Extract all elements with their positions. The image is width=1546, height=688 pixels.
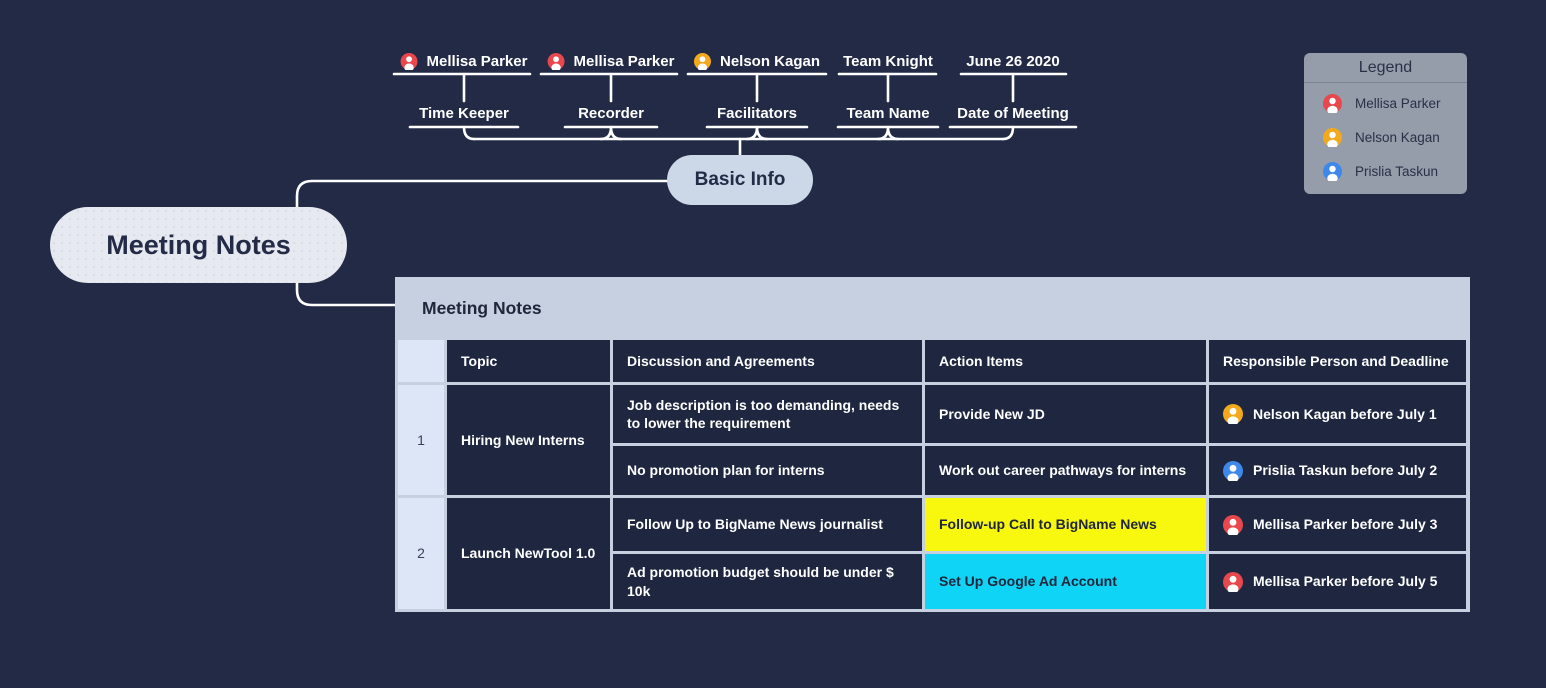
- action-cell-highlighted-yellow[interactable]: Follow-up Call to BigName News: [925, 498, 1206, 551]
- node-basic-info[interactable]: Basic Info: [667, 155, 813, 205]
- table-title: Meeting Notes: [422, 298, 542, 318]
- responsible-cell[interactable]: Mellisa Parker before July 3: [1209, 498, 1466, 551]
- action-cell-highlighted-cyan[interactable]: Set Up Google Ad Account: [925, 554, 1206, 609]
- col-header-responsible[interactable]: Responsible Person and Deadline: [1209, 340, 1466, 382]
- node-label: Mellisa Parker: [426, 52, 528, 70]
- topic-cell[interactable]: Launch NewTool 1.0: [447, 498, 610, 609]
- node-time-keeper[interactable]: Time Keeper: [419, 100, 509, 126]
- responsible-text: Mellisa Parker before July 3: [1253, 516, 1438, 533]
- node-time-keeper-person[interactable]: Mellisa Parker: [400, 48, 528, 74]
- responsible-text: Mellisa Parker before July 5: [1253, 573, 1438, 590]
- node-label: Basic Info: [694, 169, 786, 190]
- discussion-cell[interactable]: Ad promotion budget should be under $ 10…: [613, 554, 922, 609]
- node-label: Time Keeper: [419, 104, 509, 122]
- person-avatar-icon: [547, 52, 565, 70]
- node-label: Team Name: [846, 104, 930, 122]
- node-label: Recorder: [578, 104, 644, 122]
- table-grid: Topic Discussion and Agreements Action I…: [398, 340, 1467, 609]
- node-date-of-meeting[interactable]: Date of Meeting: [957, 100, 1069, 126]
- action-cell[interactable]: Provide New JD: [925, 385, 1206, 443]
- legend-panel[interactable]: Legend Mellisa Parker Nelson Kagan Prisl…: [1304, 53, 1467, 194]
- legend-item-name: Nelson Kagan: [1355, 129, 1440, 145]
- person-avatar-icon: [1323, 161, 1342, 181]
- node-team-name[interactable]: Team Name: [846, 100, 929, 126]
- discussion-cell[interactable]: No promotion plan for interns: [613, 446, 922, 495]
- legend-item: Prislia Taskun: [1304, 154, 1467, 188]
- node-label: Mellisa Parker: [573, 52, 675, 70]
- col-header-action-items[interactable]: Action Items: [925, 340, 1206, 382]
- responsible-cell[interactable]: Nelson Kagan before July 1: [1209, 385, 1466, 443]
- meeting-notes-table[interactable]: Meeting Notes Topic Discussion and Agree…: [395, 277, 1470, 612]
- node-recorder-person[interactable]: Mellisa Parker: [547, 48, 675, 74]
- person-avatar-icon: [1323, 93, 1342, 113]
- legend-item-name: Prislia Taskun: [1355, 163, 1439, 179]
- discussion-cell[interactable]: Follow Up to BigName News journalist: [613, 498, 922, 551]
- corner-cell[interactable]: [398, 340, 444, 382]
- person-avatar-icon: [1223, 460, 1243, 481]
- node-label: Nelson Kagan: [719, 52, 821, 70]
- responsible-text: Prislia Taskun before July 2: [1253, 462, 1438, 479]
- person-avatar-icon: [1223, 514, 1243, 535]
- node-meeting-date-value[interactable]: June 26 2020: [966, 48, 1059, 74]
- row-number-cell[interactable]: 1: [398, 385, 444, 495]
- discussion-cell[interactable]: Job description is too demanding, needs …: [613, 385, 922, 443]
- node-label: Team Knight: [843, 52, 933, 70]
- person-avatar-icon: [693, 52, 711, 70]
- responsible-text: Nelson Kagan before July 1: [1253, 405, 1437, 422]
- person-avatar-icon: [1223, 404, 1243, 424]
- node-recorder[interactable]: Recorder: [578, 100, 644, 126]
- root-node-meeting-notes[interactable]: Meeting Notes: [50, 207, 347, 283]
- legend-item: Nelson Kagan: [1304, 120, 1467, 154]
- legend-items: Mellisa Parker Nelson Kagan Prislia Task…: [1304, 83, 1467, 188]
- legend-item-name: Mellisa Parker: [1355, 95, 1441, 111]
- responsible-cell[interactable]: Mellisa Parker before July 5: [1209, 554, 1466, 609]
- topic-cell[interactable]: Hiring New Interns: [447, 385, 610, 495]
- node-label: June 26 2020: [966, 52, 1060, 70]
- node-team-name-value[interactable]: Team Knight: [843, 48, 933, 74]
- node-label: Date of Meeting: [957, 104, 1069, 122]
- node-facilitators[interactable]: Facilitators: [717, 100, 797, 126]
- col-header-discussion[interactable]: Discussion and Agreements: [613, 340, 922, 382]
- person-avatar-icon: [1223, 571, 1243, 592]
- person-avatar-icon: [1323, 127, 1342, 147]
- responsible-cell[interactable]: Prislia Taskun before July 2: [1209, 446, 1466, 495]
- action-cell[interactable]: Work out career pathways for interns: [925, 446, 1206, 495]
- node-label: Facilitators: [716, 104, 798, 122]
- node-facilitators-person[interactable]: Nelson Kagan: [693, 48, 821, 74]
- col-header-topic[interactable]: Topic: [447, 340, 610, 382]
- legend-item: Mellisa Parker: [1304, 86, 1467, 120]
- row-number-cell[interactable]: 2: [398, 498, 444, 609]
- person-avatar-icon: [400, 52, 418, 70]
- root-label: Meeting Notes: [106, 229, 291, 260]
- legend-title: Legend: [1304, 53, 1467, 83]
